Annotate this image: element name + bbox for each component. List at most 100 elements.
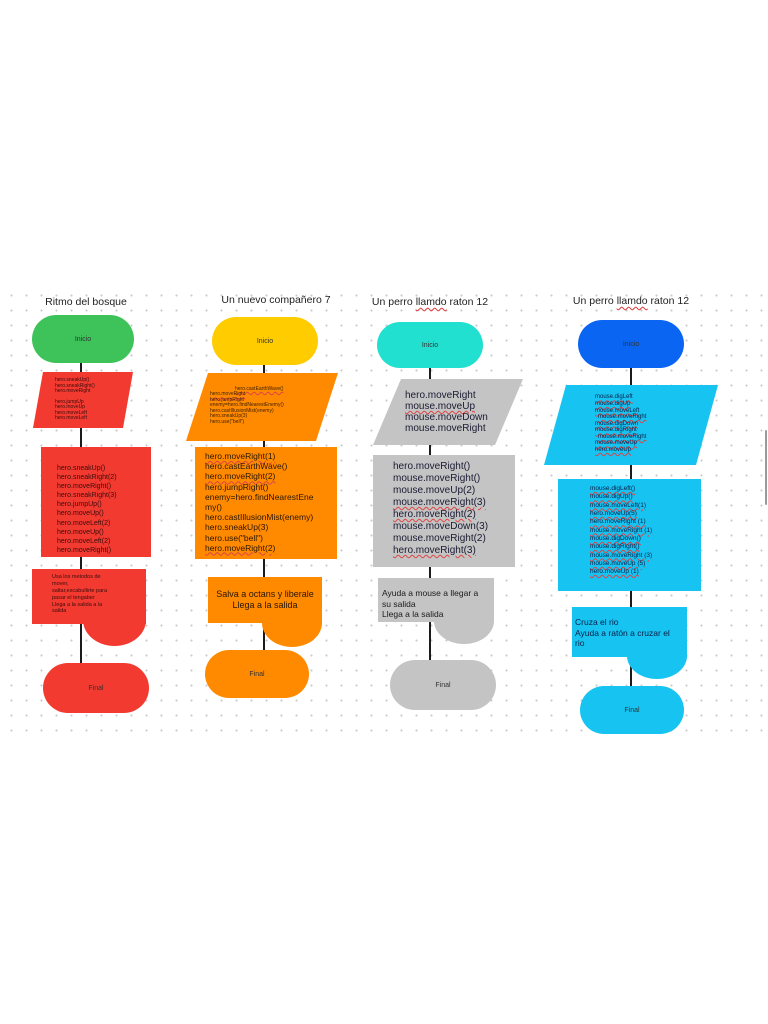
code-line: hero.jumpUp() [57, 501, 102, 509]
input-parallelogram: mouse.digLeft mouse.digUp mouse.moveLeft… [595, 388, 685, 460]
code-line: hero.jumpRight [210, 396, 244, 403]
title-misspelled-word: llamdo [616, 295, 648, 307]
input-parallelogram: hero.sneakUp() hero.sneakRight() hero.mo… [55, 375, 125, 425]
code-line: hero.moveUp [595, 447, 632, 454]
code-line: mouse.digRight() [590, 543, 640, 551]
code-line: hero.castIllusionMist(enemy) [210, 407, 274, 414]
document-wave [434, 598, 494, 644]
code-line: mouse.moveRight(2) [393, 533, 486, 544]
code-line: mouse.digUp [595, 400, 631, 407]
title-misspelled-word: llamdo [415, 296, 447, 308]
start-label: Inicio [256, 337, 274, 345]
code-line: mouse.moveUp [595, 440, 638, 447]
code-line: mouse.moveRight [598, 433, 647, 440]
input-parallelogram-shape [544, 385, 718, 465]
code-line: hero.castEarthWave() [205, 461, 288, 472]
code-line: hero.moveRight() [57, 483, 112, 491]
text-line: salida [52, 608, 67, 615]
code-line: hero.moveLeft(2) [57, 519, 111, 527]
text-line: rio [575, 638, 585, 649]
output-document: Usa los metodos de mover, saltar,escabul… [32, 569, 146, 646]
column-title: Un perro llamdo raton 12 [536, 295, 726, 307]
code-line: mouse.moveUp (5) [590, 559, 646, 567]
code-line: hero.castEarthWave() [235, 385, 284, 392]
code-line: hero.moveLeft [55, 409, 87, 416]
column-title: Ritmo del bosque [45, 296, 127, 308]
process-box: hero.moveRight(1) hero.castEarthWave() h… [195, 447, 337, 559]
code-line: enemy=hero.findNearestEne [205, 491, 314, 502]
code-line: hero.moveRight(2) [393, 509, 476, 520]
input-parallelogram-shape [373, 379, 523, 445]
code-line: hero.moveRight [210, 391, 246, 398]
code-line: mouse.moveUp [405, 401, 476, 412]
output-document: Salva a octans y liberale Llega a la sal… [208, 577, 322, 647]
end-terminal: Final [43, 663, 149, 713]
code-line: mouse.moveLeft [595, 407, 640, 414]
code-line: mouse.moveRight (1) [590, 526, 653, 534]
title-part: Un perro [572, 295, 617, 307]
code-line: hero.moveLeft(2) [57, 537, 111, 545]
output-document: Cruza el rio Ayuda a ratón a cruzar el r… [572, 607, 687, 679]
code-line: hero.moveRight() [57, 546, 112, 554]
column-title: Un perro llamdo raton 12 [335, 296, 525, 308]
text-line: Ayuda a ratón a cruzar el [575, 627, 670, 638]
process-box: mouse.digLeft() mouse.digUp() mouse.move… [558, 479, 701, 591]
code-line: hero.moveUp (1) [590, 568, 639, 576]
code-line: hero.moveUp() [57, 528, 104, 536]
code-line: mouse.digDown [595, 420, 639, 427]
process-box: hero.moveRight() mouse.moveRight() mouse… [373, 455, 515, 567]
code-line: mouse.moveRight() [393, 473, 481, 484]
flowchart-board: Ritmo del bosque Inicio hero.sneakUp() h… [0, 282, 768, 740]
title-part: raton 12 [647, 295, 690, 307]
end-label: Final [435, 681, 451, 689]
code-line: enemy=hero.findNearestEnemy() [210, 402, 284, 409]
code-line: hero.moveRight [55, 388, 91, 395]
code-line: mouse.moveDown(3) [393, 521, 489, 532]
document-wave [262, 599, 322, 647]
code-line: hero.use("bell") [210, 418, 245, 425]
code-line: hero.moveRight(3) [393, 545, 476, 556]
code-line: hero.moveUp [55, 404, 86, 411]
code-line: hero.sneakRight(3) [57, 492, 117, 500]
code-line: hero.moveUp(5) [590, 509, 637, 517]
text-line: Llega a la salida [232, 599, 298, 610]
start-terminal: Inicio [578, 320, 684, 368]
scrollbar[interactable] [765, 430, 767, 505]
text-line: Cruza el rio [575, 617, 619, 627]
start-terminal: Inicio [212, 317, 318, 365]
code-line: hero.moveRight() [393, 461, 471, 472]
text-line: mover, [52, 580, 69, 587]
code-line: mouse.digRight [595, 427, 637, 434]
code-line: mouse.moveLeft(1) [590, 501, 646, 509]
code-line: mouse.digDown() [590, 534, 641, 542]
code-line: mouse.moveRight(3) [393, 497, 486, 508]
start-label: Inicio [622, 340, 640, 348]
code-line: mouse.moveUp(2) [393, 485, 476, 496]
code-line: hero.moveRight (1) [590, 518, 646, 526]
code-line: mouse.digUp() [590, 493, 633, 501]
output-document: Ayuda a mouse a llegar a su salida Llega… [378, 578, 494, 644]
code-line: hero.moveRight(1) [205, 451, 276, 461]
column-title: Un nuevo compañero 7 [221, 294, 331, 306]
code-line: hero.sneakRight(2) [57, 474, 117, 482]
code-line: hero.jumpUp [55, 398, 84, 405]
code-line: my() [205, 501, 222, 512]
code-line: mouse.digLeft() [590, 485, 636, 492]
text-line: Llega a la salida [382, 609, 444, 620]
code-line: mouse.moveDown [405, 412, 488, 423]
input-parallelogram: hero.moveRight mouse.moveUp mouse.moveDo… [405, 386, 515, 438]
code-line: hero.jumpRight() [205, 481, 269, 492]
process-box: hero.sneakUp() hero.sneakRight(2) hero.m… [41, 447, 151, 557]
end-label: Final [88, 684, 104, 692]
document-wave [83, 594, 146, 646]
input-parallelogram-shape [186, 373, 338, 441]
text-line: pasar el tengaber [52, 594, 95, 601]
code-line: hero.moveLeft [55, 415, 87, 422]
code-line: hero.moveUp() [57, 510, 104, 518]
code-line: mouse.digLeft [595, 394, 633, 401]
start-label: Inicio [421, 341, 439, 349]
start-label: Inicio [74, 335, 92, 343]
start-terminal: Inicio [32, 315, 134, 363]
end-terminal: Final [390, 660, 496, 710]
